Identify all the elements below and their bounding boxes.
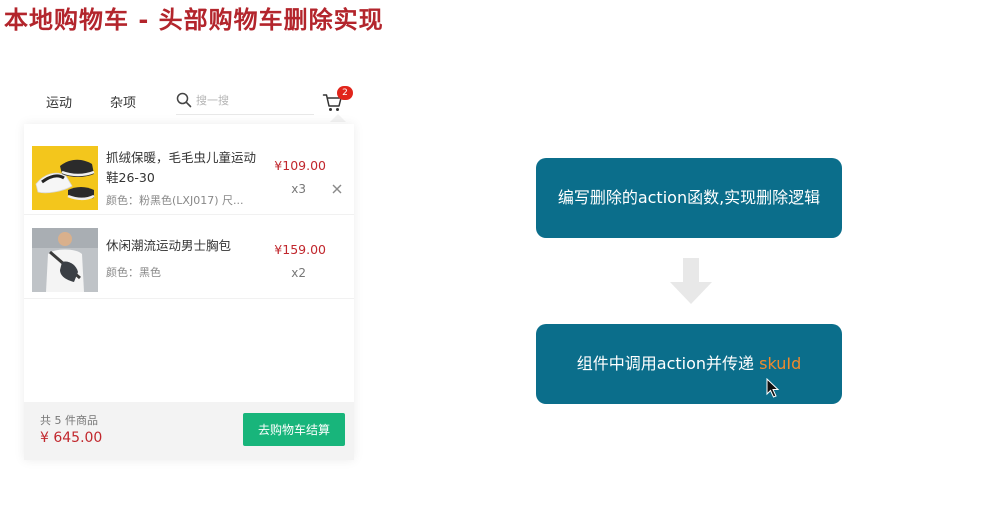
cart-button[interactable]: 2: [322, 86, 353, 116]
cart-dropdown: 抓绒保暖，毛毛虫儿童运动鞋26-30 颜色：粉黑色(LXJ017) 尺... ¥…: [24, 124, 354, 460]
search-box: [176, 88, 314, 115]
flow-step-2: 组件中调用action并传递 skuId: [536, 324, 842, 404]
cart-item: 抓绒保暖，毛毛虫儿童运动鞋26-30 颜色：粉黑色(LXJ017) 尺... ¥…: [24, 134, 354, 215]
product-quantity: x2: [291, 266, 306, 280]
checkout-button[interactable]: 去购物车结算: [243, 413, 345, 446]
remove-item-icon[interactable]: [330, 182, 344, 196]
nav-item-sports[interactable]: 运动: [46, 96, 73, 111]
down-arrow-icon: [670, 258, 712, 304]
nav-item-misc[interactable]: 杂项: [110, 96, 137, 111]
product-thumbnail[interactable]: [32, 146, 98, 210]
header-nav: 运动 杂项 2: [24, 84, 354, 122]
search-icon[interactable]: [176, 92, 192, 108]
flow-step-1: 编写删除的action函数,实现删除逻辑: [536, 158, 842, 238]
mouse-pointer-icon: [766, 378, 780, 398]
product-quantity: x3: [291, 182, 306, 196]
flow-step-1-text: 编写删除的action函数,实现删除逻辑: [557, 188, 821, 207]
product-spec: 颜色：粉黑色(LXJ017) 尺...: [106, 194, 244, 207]
dropdown-caret: [330, 114, 346, 122]
cart-item: 休闲潮流运动男士胸包 颜色：黑色 ¥159.00 x2: [24, 218, 354, 299]
total-price: ¥ 645.00: [40, 430, 103, 446]
product-name[interactable]: 抓绒保暖，毛毛虫儿童运动鞋26-30: [106, 150, 257, 185]
item-count: 共 5 件商品: [40, 414, 98, 427]
product-name[interactable]: 休闲潮流运动男士胸包: [106, 238, 232, 253]
slide-title: 本地购物车 - 头部购物车删除实现: [4, 6, 384, 34]
flow-step-2-prefix: 组件中调用action并传递: [576, 354, 760, 373]
cart-badge: 2: [337, 86, 353, 100]
cart-footer: 共 5 件商品 ¥ 645.00 去购物车结算: [24, 402, 354, 460]
flow-step-2-highlight: skuId: [759, 354, 802, 373]
product-spec: 颜色：黑色: [106, 266, 161, 279]
product-thumbnail[interactable]: [32, 228, 98, 292]
product-price: ¥109.00: [274, 158, 326, 173]
search-input[interactable]: [196, 91, 306, 109]
product-price: ¥159.00: [274, 242, 326, 257]
flow-step-2-text: 组件中调用action并传递 skuId: [577, 351, 801, 377]
